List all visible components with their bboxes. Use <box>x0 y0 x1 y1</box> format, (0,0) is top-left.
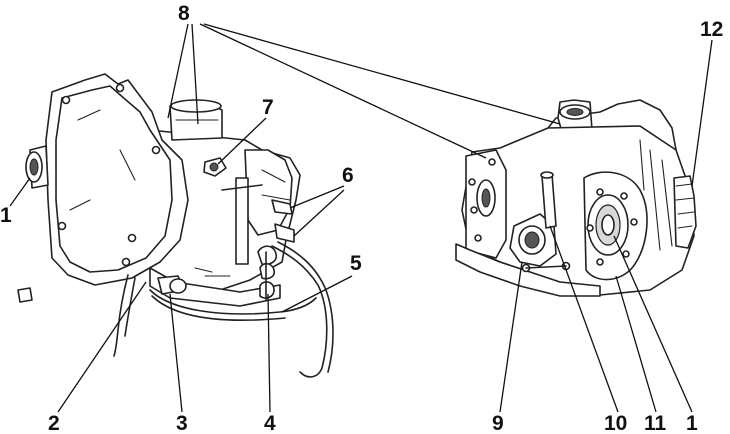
callout-4: 4 <box>264 412 276 434</box>
leader-lines <box>9 23 713 413</box>
callout-1-left: 1 <box>0 204 12 227</box>
callout-7: 7 <box>262 96 274 119</box>
callout-6: 6 <box>342 164 354 187</box>
callout-11: 11 <box>644 412 667 434</box>
callout-1-right: 1 <box>686 412 698 434</box>
right-gearbox <box>455 99 697 297</box>
left-gearbox <box>149 99 301 307</box>
callout-2: 2 <box>48 412 60 434</box>
callout-3: 3 <box>176 412 188 434</box>
callout-8: 8 <box>178 2 190 25</box>
callout-12: 12 <box>700 18 723 41</box>
bell-housing <box>17 73 189 303</box>
callout-10: 10 <box>604 412 627 434</box>
callout-9: 9 <box>492 412 504 434</box>
callout-5: 5 <box>350 252 362 275</box>
